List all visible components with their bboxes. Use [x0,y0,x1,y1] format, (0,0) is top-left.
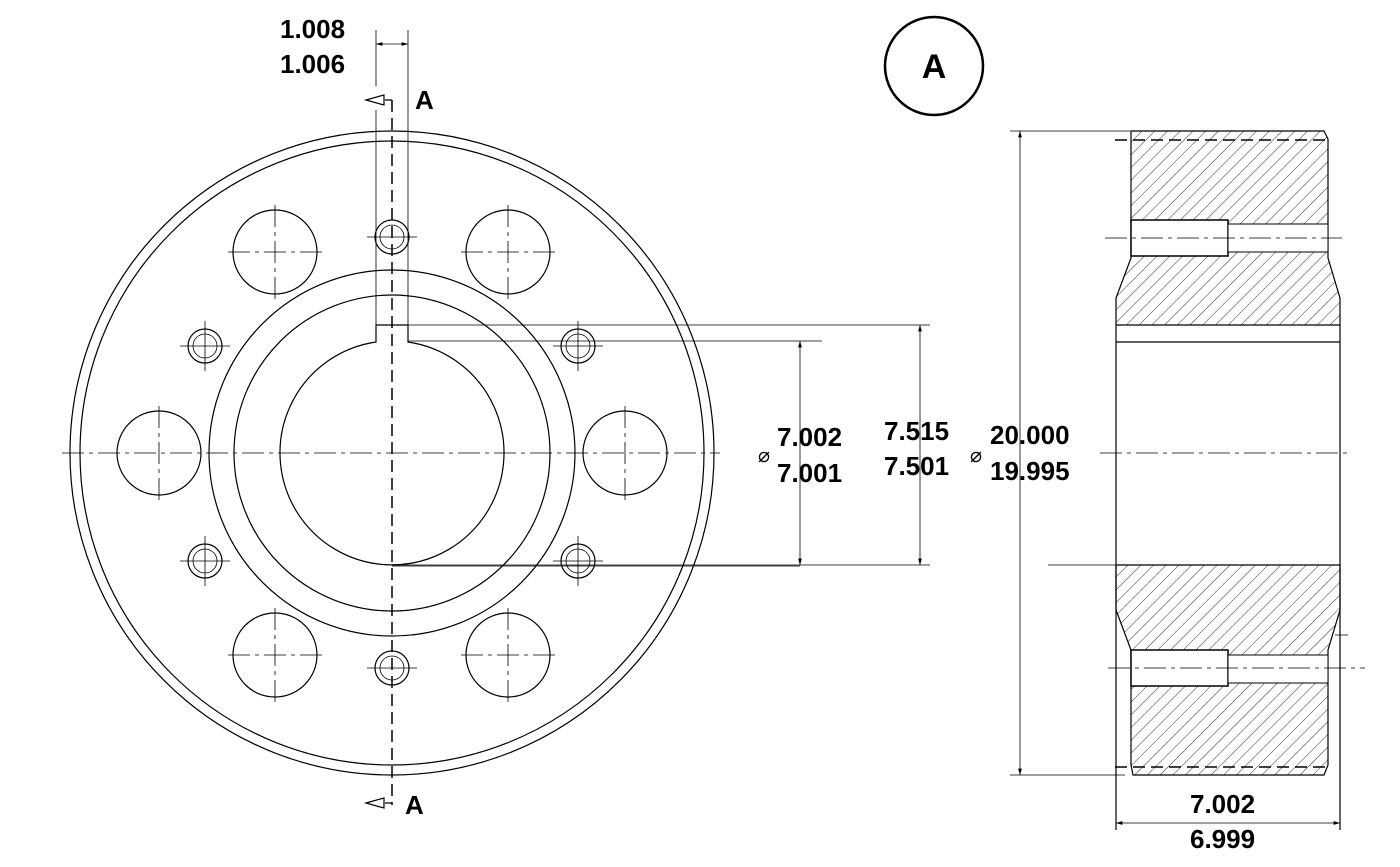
outer-diameter-symbol: ⌀ [970,443,982,467]
keyway-width-max: 1.008 [280,14,345,44]
outer-diameter-min: 19.995 [990,456,1070,486]
section-arrow-top [363,94,392,106]
large-bolt-holes [116,205,668,702]
section-arrow-bottom [363,797,392,809]
keyway-width-min: 1.006 [280,49,345,79]
keyway-depth-min: 7.501 [884,451,949,481]
front-view: A A 1.008 1.006 [62,14,720,820]
keyed-bore [279,324,505,566]
outer-diameter-max: 20.000 [990,420,1070,450]
section-label: A [922,48,947,86]
face-width-min: 6.999 [1190,824,1255,854]
bore-diameter-max: 7.002 [777,422,842,452]
keyway-depth-max: 7.515 [884,416,949,446]
section-marker-top: A [415,85,434,115]
bore-diameter-min: 7.001 [777,458,842,488]
keyway-extension-lines [375,30,409,325]
small-holes [180,219,603,686]
bore-dimensions: ⌀ 7.002 7.001 7.515 7.501 ⌀ 20.000 19.99… [392,130,1130,776]
section-marker-bottom: A [405,790,424,820]
section-label-bubble: A [883,15,985,117]
face-width-max: 7.002 [1190,789,1255,819]
section-view: 7.002 6.999 [1048,130,1365,854]
bore-diameter-symbol: ⌀ [758,443,770,467]
